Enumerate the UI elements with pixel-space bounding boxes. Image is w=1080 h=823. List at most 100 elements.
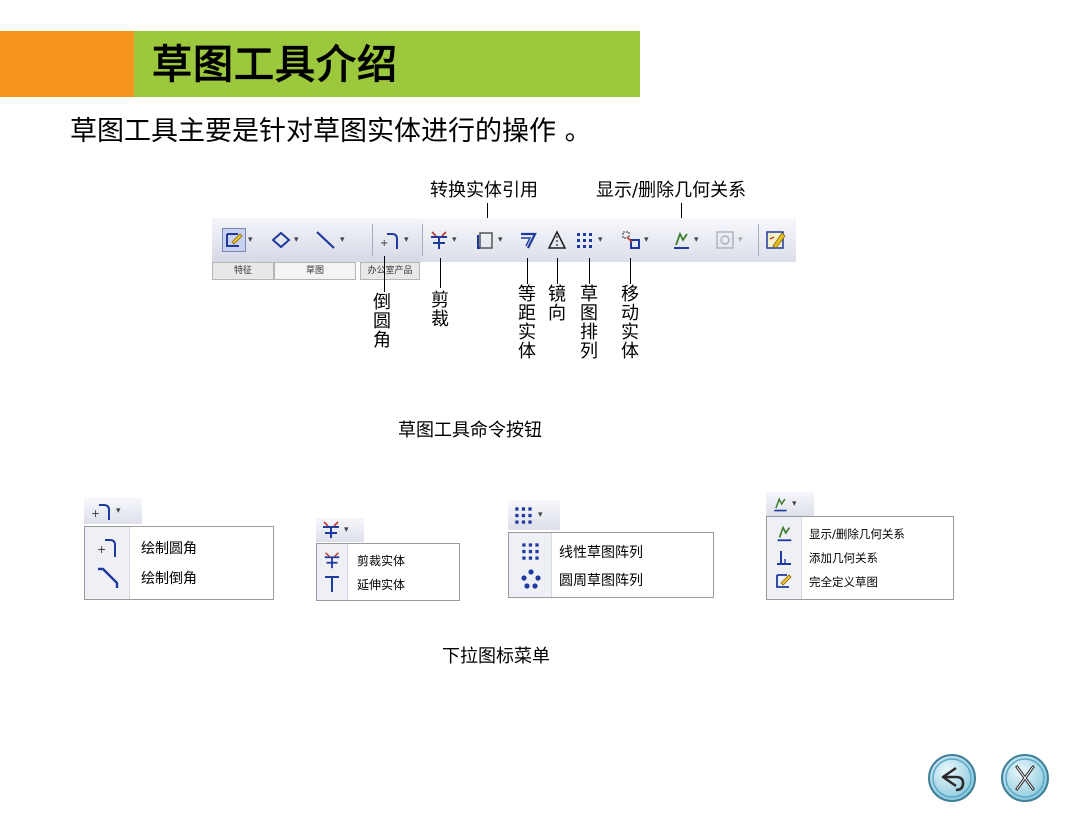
pattern-dropdown: ▾ 线性草图阵列 圆周草图阵列: [508, 500, 716, 602]
offset-entities-icon: [521, 232, 537, 249]
back-arrow-icon: [928, 754, 976, 802]
relations-icon: [774, 523, 794, 543]
rapid-sketch-icon: [766, 231, 786, 249]
chevron-down-icon[interactable]: ▾: [294, 235, 299, 245]
linear-pattern-icon: [519, 539, 543, 563]
chevron-down-icon[interactable]: ▾: [344, 525, 349, 535]
label-trim: 剪裁: [428, 290, 449, 328]
leader-line: [384, 256, 385, 292]
toolbar-caption: 草图工具命令按钮: [398, 420, 542, 441]
leader-line: [440, 258, 441, 288]
chevron-down-icon[interactable]: ▾: [452, 235, 457, 245]
display-relations-button[interactable]: ▾: [670, 227, 699, 253]
trim-icon: [431, 231, 447, 249]
fillet-icon: +: [380, 233, 398, 249]
convert-entities-icon: [477, 232, 493, 249]
chevron-down-icon[interactable]: ▾: [248, 235, 253, 245]
fully-define-sketch-icon: [774, 571, 794, 591]
chevron-down-icon[interactable]: ▾: [404, 235, 409, 245]
disabled-tool-button[interactable]: ▾: [714, 227, 743, 253]
menu-item-fully-define-sketch[interactable]: 完全定义草图: [767, 569, 953, 593]
label-offset: 等距实体: [515, 284, 536, 360]
trim-dropdown-header[interactable]: ▾: [316, 518, 364, 542]
chevron-down-icon[interactable]: ▾: [538, 510, 543, 520]
menu-item-sketch-chamfer[interactable]: 绘制倒角: [85, 563, 273, 591]
chevron-down-icon[interactable]: ▾: [738, 235, 743, 245]
menu-item-circular-pattern[interactable]: 圆周草图阵列: [509, 565, 713, 593]
chevron-down-icon[interactable]: ▾: [598, 235, 603, 245]
label-move: 移动实体: [618, 284, 639, 360]
title-banner-accent: [0, 31, 134, 97]
menu-item-linear-pattern[interactable]: 线性草图阵列: [509, 537, 713, 565]
relations-dropdown: ▾ 显示/删除几何关系 添加几何关系 完全定义草图: [766, 492, 956, 604]
tab-features[interactable]: 特征: [212, 262, 274, 280]
tab-office-products[interactable]: 办公室产品: [360, 262, 420, 280]
mirror-button[interactable]: [546, 227, 568, 253]
page-subtitle: 草图工具主要是针对草图实体进行的操作 。: [70, 116, 592, 147]
move-entities-button[interactable]: ▾: [620, 227, 649, 253]
chevron-down-icon[interactable]: ▾: [792, 499, 797, 509]
chevron-down-icon[interactable]: ▾: [694, 235, 699, 245]
menu-item-sketch-fillet[interactable]: + 绘制圆角: [85, 533, 273, 561]
label-mirror: 镜向: [545, 284, 566, 322]
close-x-icon: [1001, 754, 1049, 802]
label-fillet: 倒圆角: [370, 292, 391, 349]
relations-dropdown-header[interactable]: ▾: [766, 492, 814, 516]
relations-icon: [774, 497, 787, 512]
label-convert-entities: 转换实体引用: [430, 180, 538, 201]
offset-entities-button[interactable]: [518, 227, 540, 253]
menu-item-trim-entities[interactable]: 剪裁实体: [317, 548, 459, 572]
sketch-toolbar: ▾ ▾ ▾ + ▾ ▾ ▾: [212, 218, 796, 280]
leader-line: [557, 258, 558, 284]
fillet-menu-panel: + 绘制圆角 绘制倒角: [84, 526, 274, 600]
svg-text:+: +: [91, 507, 100, 520]
disabled-tool-icon: [716, 231, 734, 249]
close-button[interactable]: [999, 752, 1051, 804]
linear-pattern-icon: [515, 507, 532, 524]
pattern-dropdown-header[interactable]: ▾: [508, 500, 560, 530]
sketch-pencil-icon: [222, 228, 246, 252]
menu-item-add-relation[interactable]: 添加几何关系: [767, 545, 953, 569]
trim-button[interactable]: ▾: [428, 227, 457, 253]
chevron-down-icon[interactable]: ▾: [644, 235, 649, 245]
trim-menu-panel: 剪裁实体 延伸实体: [316, 543, 460, 601]
trim-dropdown: ▾ 剪裁实体 延伸实体: [316, 518, 462, 604]
chevron-down-icon[interactable]: ▾: [116, 506, 121, 516]
trim-icon: [323, 521, 339, 538]
menu-item-display-delete-relations[interactable]: 显示/删除几何关系: [767, 521, 953, 545]
line-icon: [316, 231, 335, 249]
menu-item-extend-entities[interactable]: 延伸实体: [317, 572, 459, 596]
line-button[interactable]: ▾: [314, 227, 345, 253]
trim-icon: [322, 550, 342, 570]
chevron-down-icon[interactable]: ▾: [498, 235, 503, 245]
circular-pattern-icon: [519, 567, 543, 591]
move-entities-icon: [622, 231, 640, 249]
leader-line: [589, 258, 590, 284]
leader-line: [630, 258, 631, 284]
fillet-button[interactable]: + ▾: [378, 227, 409, 253]
menus-caption: 下拉图标菜单: [442, 646, 550, 667]
mirror-icon: [547, 230, 567, 249]
leader-line: [527, 258, 528, 284]
label-pattern: 草图排列: [577, 284, 598, 360]
sketch-button[interactable]: ▾: [222, 227, 253, 253]
relations-menu-panel: 显示/删除几何关系 添加几何关系 完全定义草图: [766, 516, 954, 600]
rapid-sketch-button[interactable]: [764, 227, 788, 253]
label-display-relations: 显示/删除几何关系: [596, 180, 747, 201]
tab-sketch[interactable]: 草图: [274, 262, 356, 280]
title-banner: [134, 31, 640, 97]
extend-icon: [322, 574, 342, 594]
smart-dimension-button[interactable]: ▾: [270, 227, 299, 253]
svg-text:+: +: [97, 543, 106, 556]
add-relation-icon: [774, 547, 794, 567]
toolbar-strip: ▾ ▾ ▾ + ▾ ▾ ▾: [212, 218, 796, 262]
relations-icon: [674, 231, 689, 249]
convert-entities-button[interactable]: ▾: [474, 227, 503, 253]
page-title: 草图工具介绍: [152, 41, 398, 88]
sketch-pattern-button[interactable]: ▾: [574, 227, 603, 253]
fillet-icon: +: [91, 504, 110, 520]
back-button[interactable]: [926, 752, 978, 804]
fillet-dropdown-header[interactable]: + ▾: [84, 498, 142, 524]
dimension-icon: [271, 231, 291, 249]
chevron-down-icon[interactable]: ▾: [340, 235, 345, 245]
